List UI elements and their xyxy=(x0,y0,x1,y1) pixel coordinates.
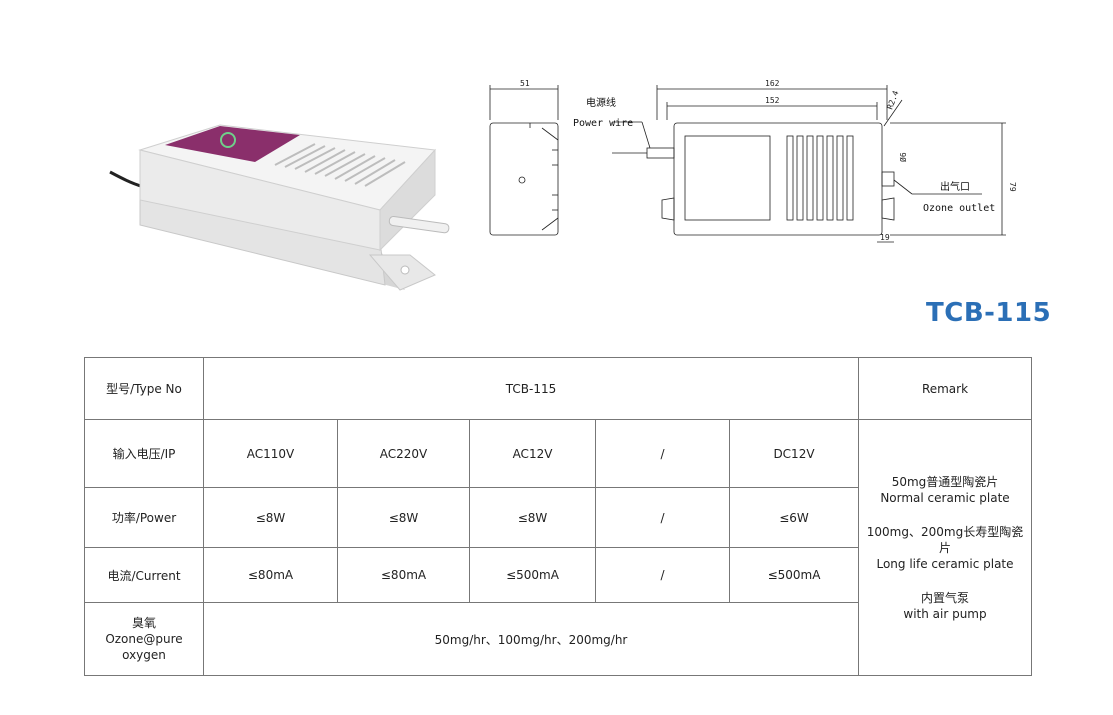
model-title: TCB-115 xyxy=(926,298,1052,328)
type-value: TCB-115 xyxy=(203,357,859,420)
ozone-value: 50mg/hr、100mg/hr、200mg/hr xyxy=(203,602,859,676)
table-cell: ≤80mA xyxy=(337,547,470,603)
table-cell: ≤500mA xyxy=(469,547,596,603)
table-cell: / xyxy=(595,419,730,488)
remark-en: Normal ceramic plate xyxy=(880,490,1010,505)
ozone-outlet-label-en: Ozone outlet xyxy=(923,203,995,214)
remark-cn: 内置气泵 xyxy=(920,590,969,605)
table-cell: ≤500mA xyxy=(729,547,859,603)
dim-height: 79 xyxy=(1008,182,1017,192)
table-cell: ≤6W xyxy=(729,487,859,548)
dim-outlet-offset: 19 xyxy=(880,233,890,242)
ozone-label: 臭氧 Ozone@pure oxygen xyxy=(84,602,204,676)
table-row: 型号/Type No TCB-115 Remark xyxy=(84,357,1032,420)
table-cell: / xyxy=(595,547,730,603)
table-cell: / xyxy=(595,487,730,548)
remark-en: with air pump xyxy=(903,606,987,621)
table-row: 电流/Current ≤80mA ≤80mA ≤500mA / ≤500mA xyxy=(84,547,1032,603)
table-row: 输入电压/IP AC110V AC220V AC12V / DC12V 50mg… xyxy=(84,419,1032,676)
remark-cn: 50mg普通型陶瓷片 xyxy=(891,474,999,489)
remark-cn: 100mg、200mg长寿型陶瓷片 xyxy=(866,524,1024,555)
current-label: 电流/Current xyxy=(84,547,204,603)
dim-length-body: 152 xyxy=(765,96,780,105)
power-wire-label-cn: 电源线 xyxy=(586,96,616,109)
table-cell: AC220V xyxy=(337,419,470,488)
remark-item: 内置气泵 with air pump xyxy=(863,590,1027,622)
table-row: 臭氧 Ozone@pure oxygen 50mg/hr、100mg/hr、20… xyxy=(84,602,1032,676)
table-cell: DC12V xyxy=(729,419,859,488)
power-label: 功率/Power xyxy=(84,487,204,548)
dim-outlet-dia: Ø6 xyxy=(898,152,908,162)
ozone-outlet-label-cn: 出气口 xyxy=(940,180,970,193)
table-cell: ≤8W xyxy=(203,487,338,548)
table-cell: ≤80mA xyxy=(203,547,338,603)
ozone-label-cn: 臭氧 xyxy=(131,616,156,630)
technical-drawing: 51 162 152 R2.4 Ø6 79 19 电源线 Power wire … xyxy=(489,79,1017,243)
type-label: 型号/Type No xyxy=(84,357,204,420)
remark-item: 100mg、200mg长寿型陶瓷片 Long life ceramic plat… xyxy=(863,524,1027,572)
table-cell: ≤8W xyxy=(469,487,596,548)
remark-header: Remark xyxy=(858,357,1032,420)
spec-table: 型号/Type No TCB-115 Remark 输入电压/IP AC110V… xyxy=(84,357,1032,676)
table-cell: AC110V xyxy=(203,419,338,488)
dim-length-total: 162 xyxy=(765,79,780,88)
remark-en: Long life ceramic plate xyxy=(876,556,1014,571)
ozone-label-en: Ozone@pure oxygen xyxy=(105,632,183,662)
ip-label: 输入电压/IP xyxy=(84,419,204,488)
table-cell: ≤8W xyxy=(337,487,470,548)
dim-radius: R2.4 xyxy=(885,89,900,110)
table-cell: AC12V xyxy=(469,419,596,488)
dim-width-small: 51 xyxy=(520,79,530,88)
remark-cell: 50mg普通型陶瓷片 Normal ceramic plate 100mg、20… xyxy=(858,419,1032,676)
product-illustration xyxy=(109,124,450,291)
power-wire-label-en: Power wire xyxy=(573,118,633,129)
table-row: 功率/Power ≤8W ≤8W ≤8W / ≤6W xyxy=(84,487,1032,548)
remark-item: 50mg普通型陶瓷片 Normal ceramic plate xyxy=(863,474,1027,506)
